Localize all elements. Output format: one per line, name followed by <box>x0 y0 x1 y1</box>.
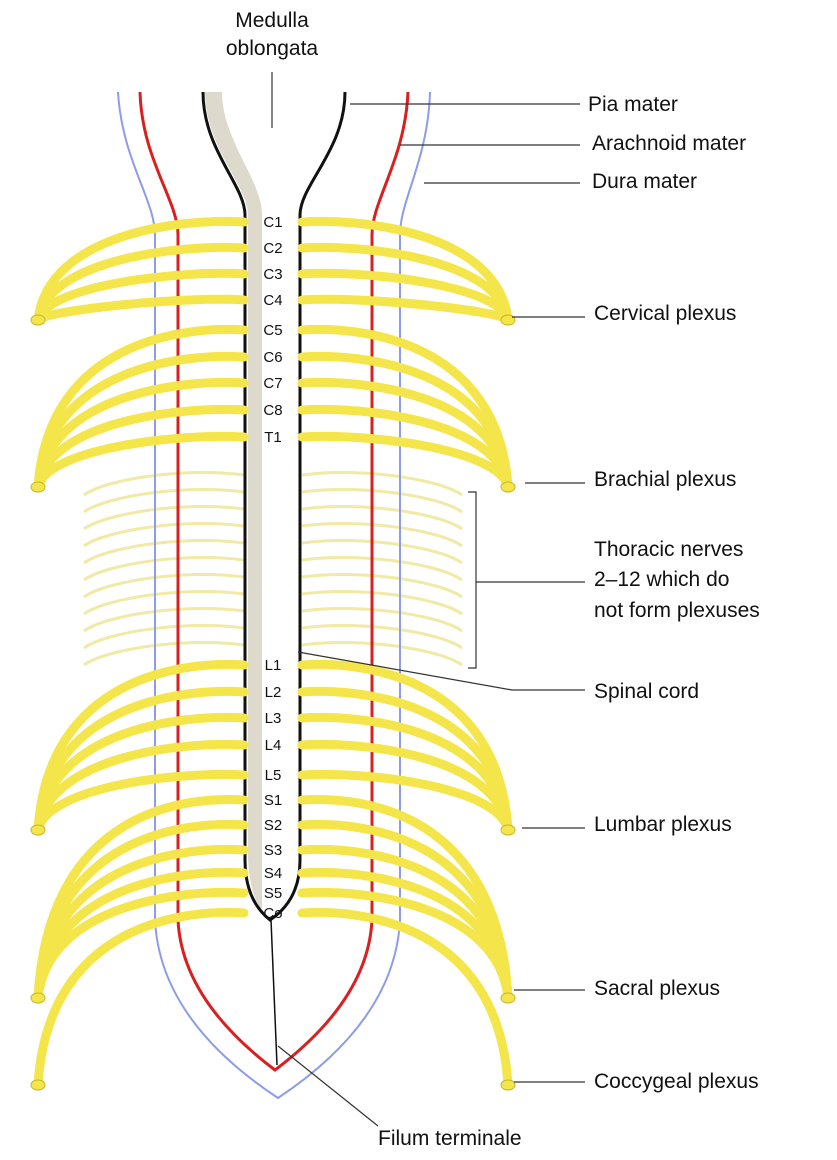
segment-label-c8: C8 <box>263 402 282 419</box>
lumbar-plexus-end-left <box>31 825 45 835</box>
segment-label-c4: C4 <box>263 292 282 309</box>
leader-spinal-cord <box>298 652 585 690</box>
segment-label-c1: C1 <box>263 214 282 231</box>
segment-label-s5: S5 <box>264 885 282 902</box>
spinal-cord-label: Spinal cord <box>594 680 699 703</box>
nerve-right-c4 <box>302 299 508 320</box>
cervical-plexus-end-left <box>31 315 45 325</box>
thoracic-label-line1: Thoracic nerves <box>594 538 743 561</box>
medulla-label-line1: Medulla <box>235 9 309 32</box>
segment-label-c6: C6 <box>263 349 282 366</box>
dura-mater-label: Dura mater <box>592 170 697 193</box>
segment-label-l4: L4 <box>265 737 282 754</box>
segment-label-c2: C2 <box>263 240 282 257</box>
segment-label-c5: C5 <box>263 322 282 339</box>
spinal-cord-shading <box>205 92 262 910</box>
segment-label-c7: C7 <box>263 375 282 392</box>
medulla-label-line2: oblongata <box>226 37 319 60</box>
brachial-plexus-end-left <box>31 482 45 492</box>
segment-label-t1: T1 <box>264 429 282 446</box>
segment-label-l3: L3 <box>265 710 282 727</box>
sacral-plexus-end-right <box>501 993 515 1003</box>
segment-label-c3: C3 <box>263 266 282 283</box>
lumbar-plexus-label: Lumbar plexus <box>594 813 732 836</box>
segment-label-l1: L1 <box>265 657 282 674</box>
brachial-plexus-end-right <box>501 482 515 492</box>
segment-label-s4: S4 <box>264 865 282 882</box>
filum-terminale <box>271 920 277 1065</box>
filum-terminale-label: Filum terminale <box>378 1127 522 1150</box>
sacral-plexus-label: Sacral plexus <box>594 977 720 1000</box>
segment-label-s3: S3 <box>264 842 282 859</box>
segment-label-s2: S2 <box>264 817 282 834</box>
lumbar-plexus-end-right <box>501 825 515 835</box>
thoracic-bracket <box>468 492 585 668</box>
coccygeal-plexus-end-left <box>31 1080 45 1090</box>
arachnoid-mater-label: Arachnoid mater <box>592 132 746 155</box>
thoracic-label-line2: 2–12 which do <box>594 568 729 591</box>
nerve-left-c8 <box>38 409 244 487</box>
segment-label-s1: S1 <box>264 792 282 809</box>
cervical-plexus-label: Cervical plexus <box>594 302 736 325</box>
segment-label-l5: L5 <box>265 767 282 784</box>
coccygeal-plexus-end-right <box>501 1080 515 1090</box>
segment-label-l2: L2 <box>265 684 282 701</box>
nerve-left-c4 <box>38 299 244 320</box>
brachial-plexus-label: Brachial plexus <box>594 468 736 491</box>
leader-lines <box>272 72 585 1126</box>
coccygeal-plexus-label: Coccygeal plexus <box>594 1070 759 1093</box>
nerve-right-c8 <box>302 409 508 487</box>
sacral-plexus-end-left <box>31 993 45 1003</box>
thoracic-label-line3: not form plexuses <box>594 599 760 622</box>
segment-label-co: Co <box>263 905 282 922</box>
pia-mater-label: Pia mater <box>588 93 678 116</box>
